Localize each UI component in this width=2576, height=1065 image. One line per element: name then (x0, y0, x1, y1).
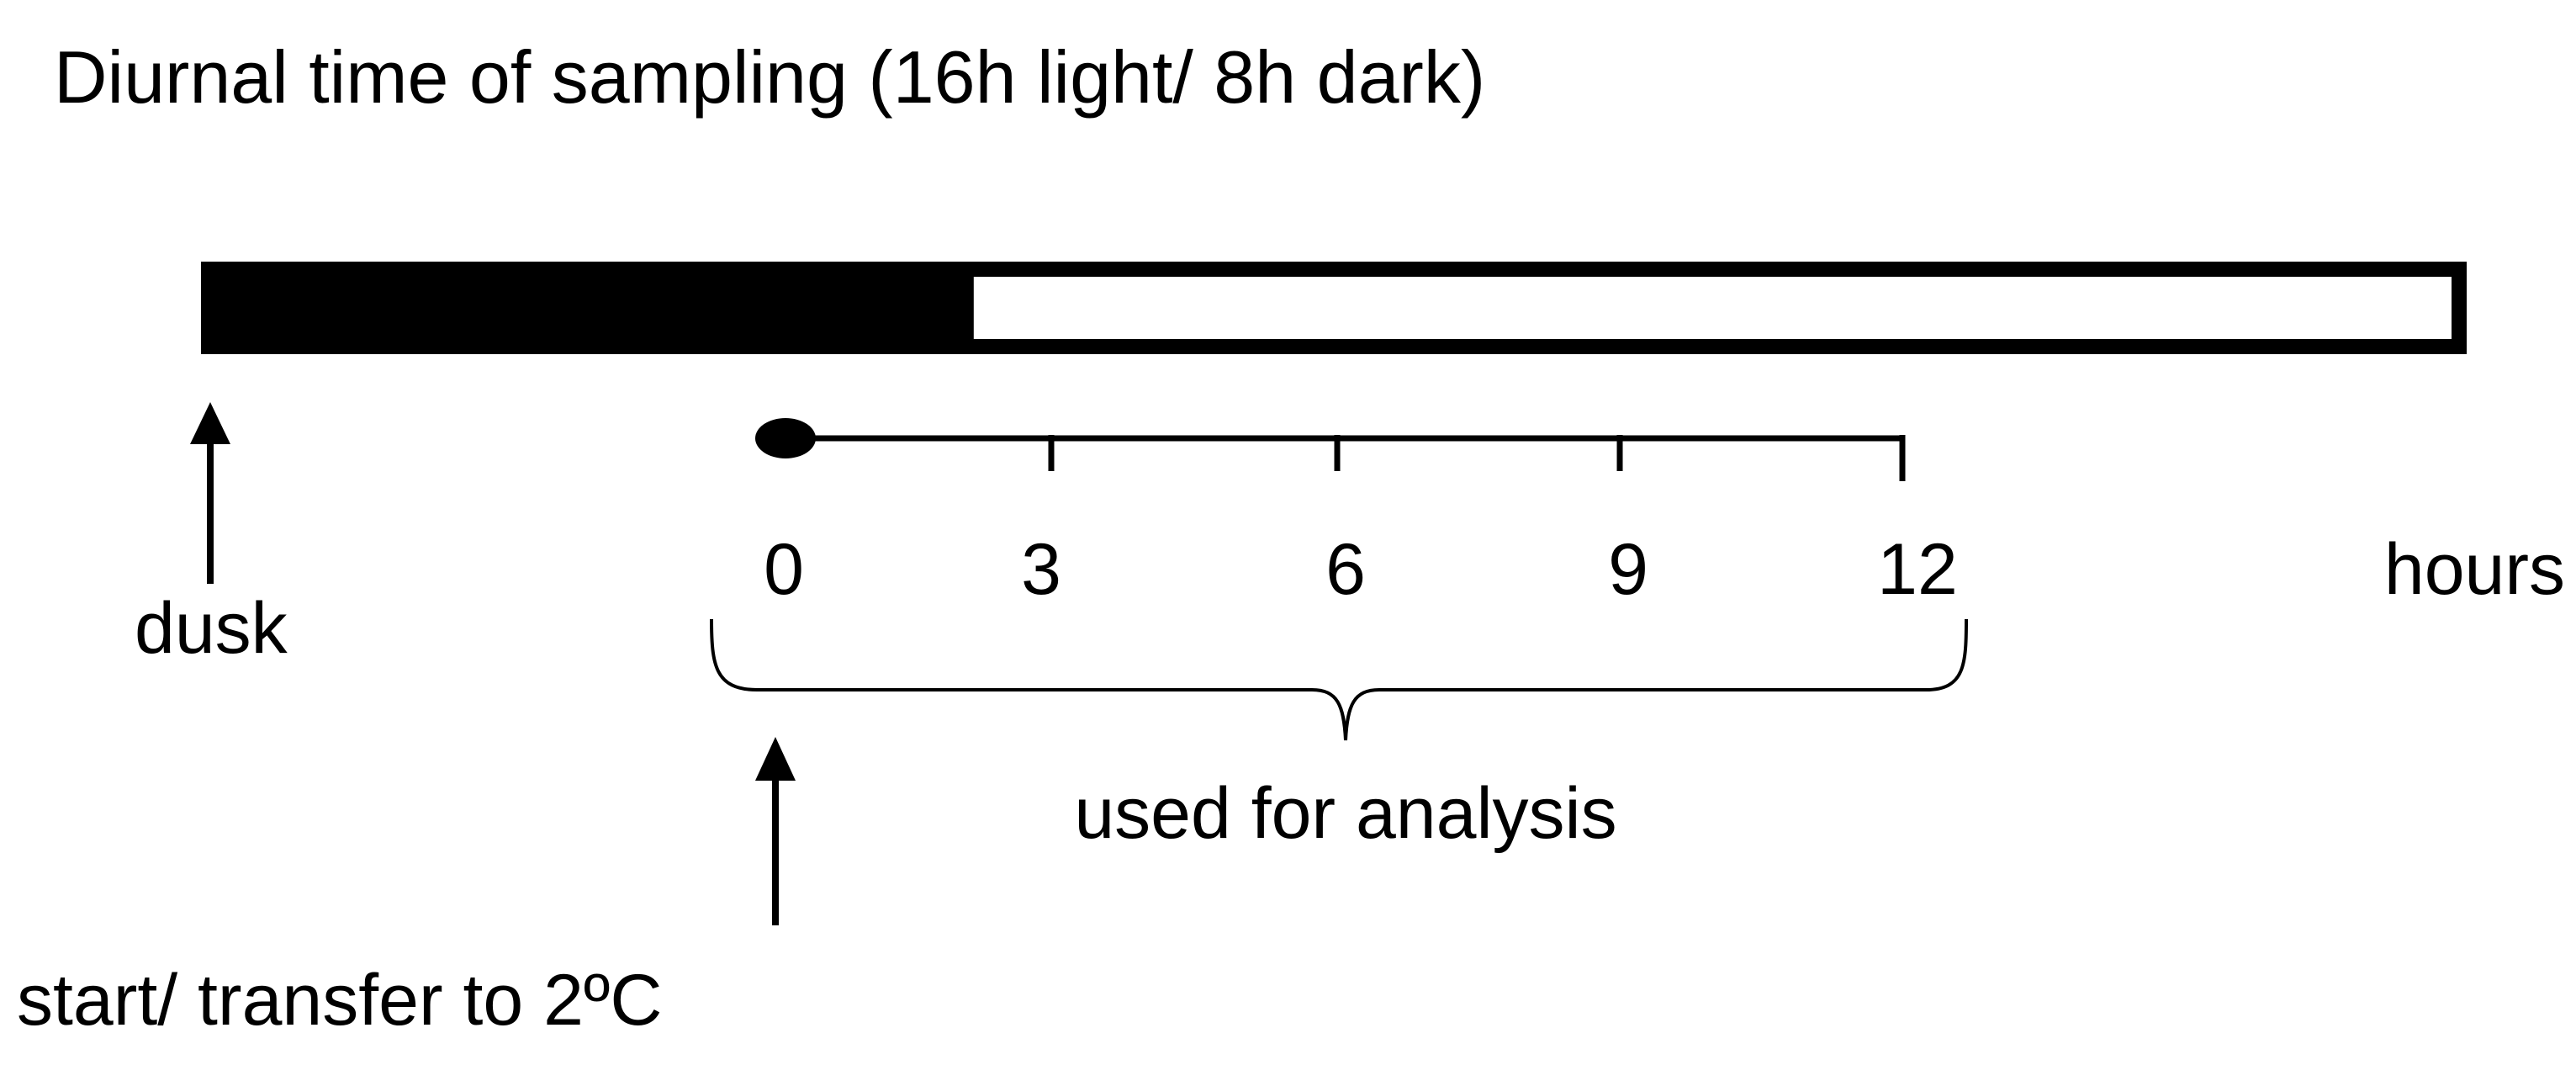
dusk-arrow (190, 402, 230, 584)
tick-label-3: 3 (1021, 529, 1061, 610)
tick-label-0: 0 (764, 529, 804, 610)
analysis-bracket (710, 618, 1968, 741)
time-axis (755, 418, 1906, 481)
dusk-arrowhead-icon (190, 402, 230, 444)
axis-unit-label: hours (2384, 529, 2565, 610)
start-arrowhead-icon (755, 737, 796, 781)
analysis-bracket-label: used for analysis (1074, 773, 1616, 854)
dark-period-segment (209, 269, 974, 347)
tick-label-9: 9 (1608, 529, 1648, 610)
photoperiod-bar (201, 262, 2467, 354)
start-label: start/ transfer to 2ºC (17, 960, 662, 1041)
start-arrow (755, 737, 796, 925)
tick-label-12: 12 (1877, 529, 1958, 610)
diagram-title: Diurnal time of sampling (16h light/ 8h … (54, 35, 1485, 119)
tick-label-6: 6 (1325, 529, 1366, 610)
time-zero-dot-icon (755, 418, 816, 458)
dusk-label: dusk (135, 588, 288, 669)
